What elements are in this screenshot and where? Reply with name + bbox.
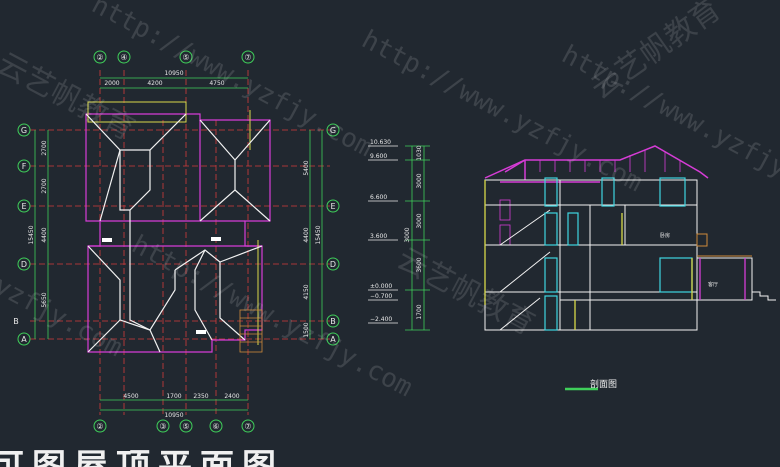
axis-label: ②: [96, 422, 103, 431]
dimension-label: 4400: [303, 227, 310, 242]
watermark-url: http://www.yzfjy.com: [87, 0, 378, 163]
axis-label: ③: [159, 422, 166, 431]
roof-plan: ② ④ ⑤ ⑦ ② ③ ⑤ ⑥ ⑦ G F E D B A G E D B A …: [13, 50, 340, 433]
dimension-label: 4500: [123, 393, 138, 400]
elevation-label: ±0.000: [370, 283, 392, 290]
axis-label: F: [22, 162, 27, 171]
dimension-label: 5650: [41, 292, 48, 307]
dimension-label: 10950: [164, 412, 183, 419]
axis-label: ⑤: [182, 53, 189, 62]
dimension-label: 2700: [41, 178, 48, 193]
dimension-label: 4750: [209, 80, 224, 87]
watermark-layer: http://www.yzfjy.com http://www.yzfjy.co…: [0, 0, 780, 403]
footer-title-band: 可图屋顶平面图: [0, 447, 284, 467]
elevation-label: 6.600: [370, 194, 387, 201]
elevation-label: 9.600: [370, 153, 387, 160]
dimension-label: 1700: [166, 393, 181, 400]
dimension-label: 15450: [28, 225, 35, 244]
dimension-label: 4150: [303, 284, 310, 299]
axis-label: G: [21, 126, 27, 135]
axis-label: D: [21, 260, 27, 269]
axis-label: E: [330, 202, 335, 211]
watermark-url: http://www.yzfjy.com: [0, 190, 127, 363]
room-label: 客厅: [708, 281, 718, 288]
dimension-label: 3000: [404, 227, 411, 242]
dimension-label: 15450: [315, 225, 322, 244]
drawing-title: 可图屋顶平面图: [0, 447, 284, 467]
dimension-label: 2350: [193, 393, 208, 400]
axis-label: ④: [120, 53, 127, 62]
dimension-label: 10950: [164, 70, 183, 77]
elevation-label: −2.400: [370, 316, 392, 323]
dimension-label: 2000: [104, 80, 119, 87]
axis-label: B: [330, 317, 336, 326]
elevation-label: 10.630: [370, 139, 391, 146]
dimension-label: 3000: [416, 213, 423, 228]
dimension-label: 2700: [41, 140, 48, 155]
axis-label: D: [330, 260, 336, 269]
axis-label: A: [21, 335, 27, 344]
dimension-label: 4200: [147, 80, 162, 87]
axis-label: ⑥: [212, 422, 219, 431]
dimension-label: 3600: [416, 257, 423, 272]
axis-label: G: [330, 126, 336, 135]
section-title: 剖面图: [590, 378, 617, 390]
dimension-label: 3000: [416, 173, 423, 188]
elevation-label: −0.700: [370, 293, 392, 300]
axis-label: ②: [96, 53, 103, 62]
room-label: 卧房: [660, 232, 670, 239]
elevation-label: 3.600: [370, 233, 387, 240]
watermark-url: http://www.yzfjy.com: [357, 25, 648, 198]
axis-label: E: [21, 202, 26, 211]
dimension-label: 1500: [303, 322, 310, 337]
dimension-label: 5400: [303, 160, 310, 175]
dimension-label: 1030: [416, 145, 423, 160]
axis-label: B: [13, 317, 19, 326]
dimension-label: 2400: [224, 393, 239, 400]
axis-label: A: [330, 335, 336, 344]
dimension-label: 1700: [416, 304, 423, 319]
watermark-url: http://www.yzfjy.com: [557, 40, 780, 213]
dimension-label: 4400: [41, 227, 48, 242]
section-drawing: 10.630 9.600 6.600 3.600 ±0.000 −0.700 −…: [368, 139, 776, 391]
axis-label: ⑤: [182, 422, 189, 431]
axis-label: ⑦: [244, 422, 251, 431]
axis-label: ⑦: [244, 53, 251, 62]
